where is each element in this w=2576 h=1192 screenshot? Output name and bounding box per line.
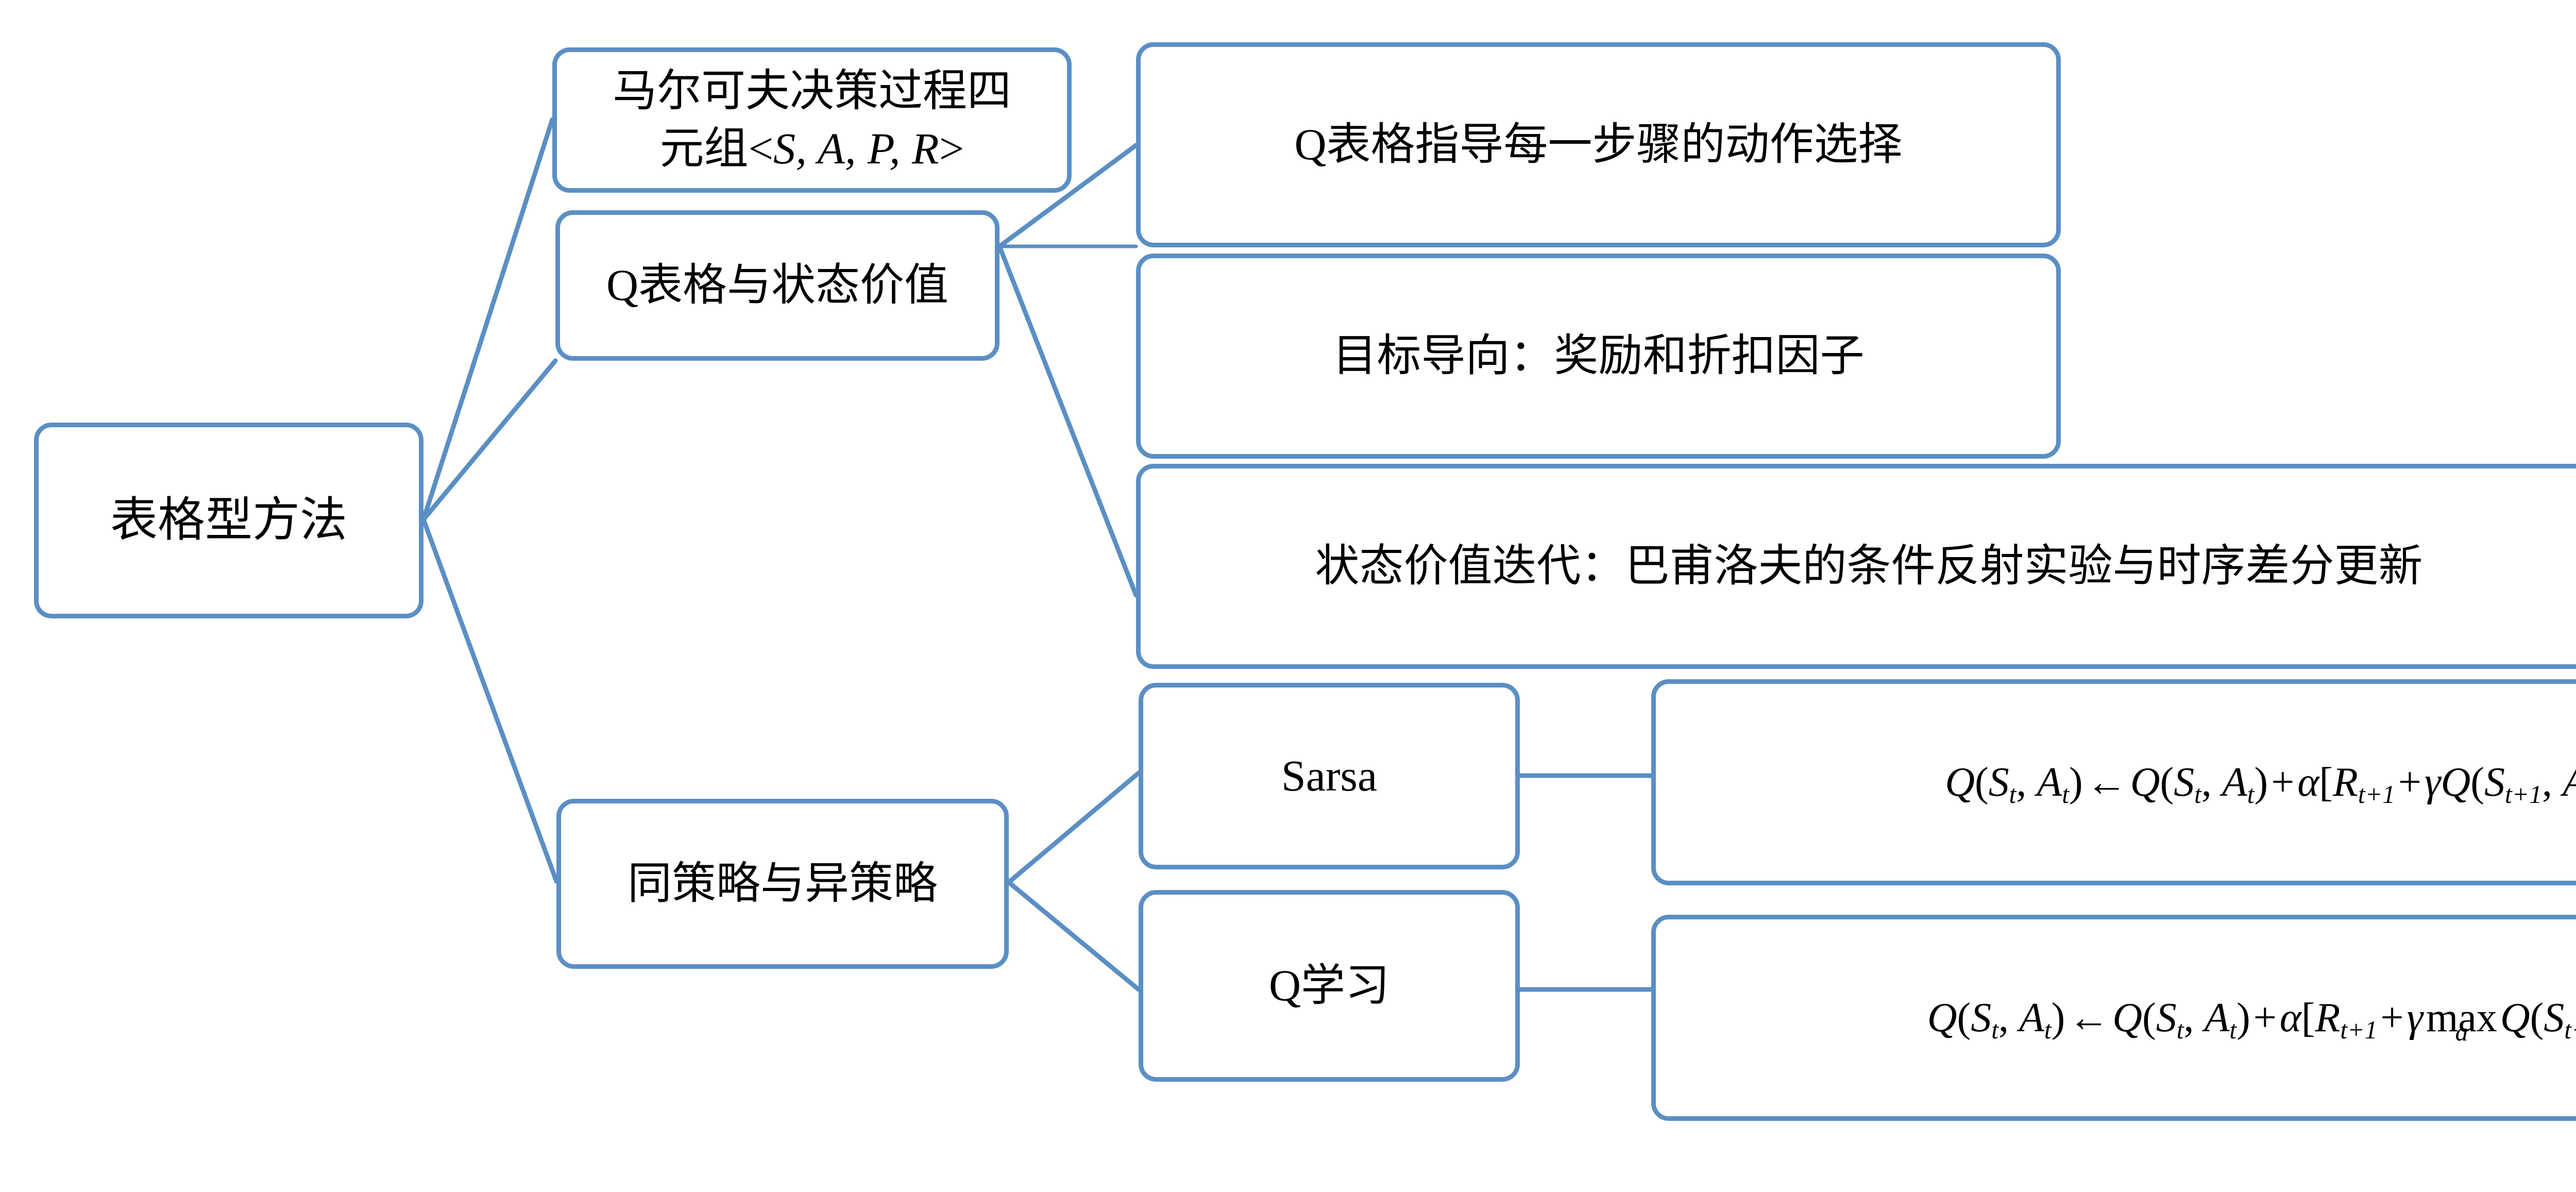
node-on-off-policy-label: 同策略与异策略 — [628, 859, 938, 909]
node-mdp-tuple[interactable]: 马尔可夫决策过程四元组<S, A, P, R> — [552, 47, 1072, 193]
node-qtable-child-2-label: 目标导向：奖励和折扣因子 — [1332, 331, 1865, 381]
edge-root-to-mdp — [421, 117, 555, 522]
edge-policy-to-qlearning — [1006, 880, 1141, 992]
node-qlearning-label: Q学习 — [1268, 961, 1390, 1011]
node-sarsa-formula[interactable]: Q(St, At)←Q(St, At)+α[Rt+1+γQ(St+1, At+1… — [1651, 679, 2576, 885]
node-qtable-child-3-label: 状态价值迭代：巴甫洛夫的条件反射实验与时序差分更新 — [1315, 541, 2423, 591]
node-mdp-line1: 马尔可夫决策过程四 — [613, 66, 1011, 116]
node-qtable-child-1-label: Q表格指导每一步骤的动作选择 — [1294, 120, 1903, 170]
node-mdp-line2-math: S, A, P, R — [773, 124, 939, 173]
node-on-off-policy[interactable]: 同策略与异策略 — [556, 799, 1009, 969]
node-qtable-label: Q表格与状态价值 — [606, 260, 949, 310]
node-qtable-state-value[interactable]: Q表格与状态价值 — [555, 210, 999, 361]
node-sarsa-label: Sarsa — [1281, 751, 1378, 801]
edge-policy-to-sarsa — [1006, 770, 1141, 885]
node-sarsa[interactable]: Sarsa — [1139, 683, 1520, 869]
edge-root-to-policy — [421, 517, 559, 884]
node-mdp-line2-suffix: > — [939, 124, 964, 173]
node-root-label: 表格型方法 — [110, 494, 347, 547]
node-qlearning-formula[interactable]: Q(St, At)←Q(St, At)+α[Rt+1+γmaxaQ(St+1, … — [1651, 915, 2576, 1121]
node-mdp-label: 马尔可夫决策过程四元组<S, A, P, R> — [557, 62, 1067, 178]
edge-root-to-qtable — [421, 358, 558, 522]
node-mdp-line2-prefix: 元组< — [659, 124, 774, 173]
node-qtable-child-goal-oriented[interactable]: 目标导向：奖励和折扣因子 — [1136, 254, 2061, 459]
qlearning-formula-expression: Q(St, At)←Q(St, At)+α[Rt+1+γmaxaQ(St+1, … — [1927, 995, 2576, 1046]
sarsa-formula-expression: Q(St, At)←Q(St, At)+α[Rt+1+γQ(St+1, At+1… — [1945, 760, 2576, 809]
edge-qtable-to-leaf3 — [997, 244, 1139, 598]
node-qtable-child-value-iteration[interactable]: 状态价值迭代：巴甫洛夫的条件反射实验与时序差分更新 — [1136, 464, 2576, 669]
node-qtable-child-action-selection[interactable]: Q表格指导每一步骤的动作选择 — [1136, 42, 2061, 247]
node-root-tabular-methods[interactable]: 表格型方法 — [34, 423, 423, 618]
node-qlearning[interactable]: Q学习 — [1139, 890, 1520, 1082]
